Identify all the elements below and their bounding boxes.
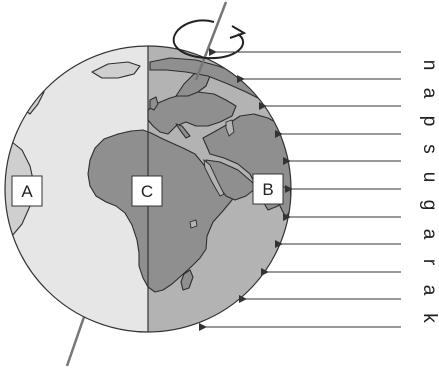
word-letter: p (419, 116, 439, 127)
lake-victoria (189, 219, 198, 229)
sun-rays (199, 48, 401, 331)
caspian-sea (225, 119, 235, 137)
label-a: A (11, 175, 43, 207)
label-b: B (252, 173, 284, 205)
earth-axis-lower (65, 313, 87, 367)
word-letter: u (419, 172, 439, 183)
rotation-arrow-icon (172, 19, 247, 60)
word-letter: a (419, 88, 439, 99)
red-sea (203, 158, 225, 197)
word-letter: n (419, 60, 439, 71)
earth-axis-upper (194, 1, 228, 81)
word-letter: g (419, 200, 439, 211)
label-a-text: A (21, 182, 33, 201)
inland-water (189, 119, 235, 229)
italy-peninsula (175, 123, 191, 139)
africa-landmass (87, 129, 239, 293)
sunlight-word: n a p s u g a r a k (419, 60, 439, 324)
label-b-text: B (262, 180, 273, 199)
label-c: C (131, 175, 163, 207)
word-letter: k (419, 313, 439, 323)
word-letter: a (419, 285, 439, 296)
word-letter: a (419, 229, 439, 240)
madagascar-island (180, 269, 194, 291)
word-letter: s (419, 144, 439, 154)
word-letter: r (419, 259, 439, 266)
british-isles (149, 96, 159, 111)
greenland-edge (91, 61, 141, 79)
label-c-text: C (141, 182, 153, 201)
